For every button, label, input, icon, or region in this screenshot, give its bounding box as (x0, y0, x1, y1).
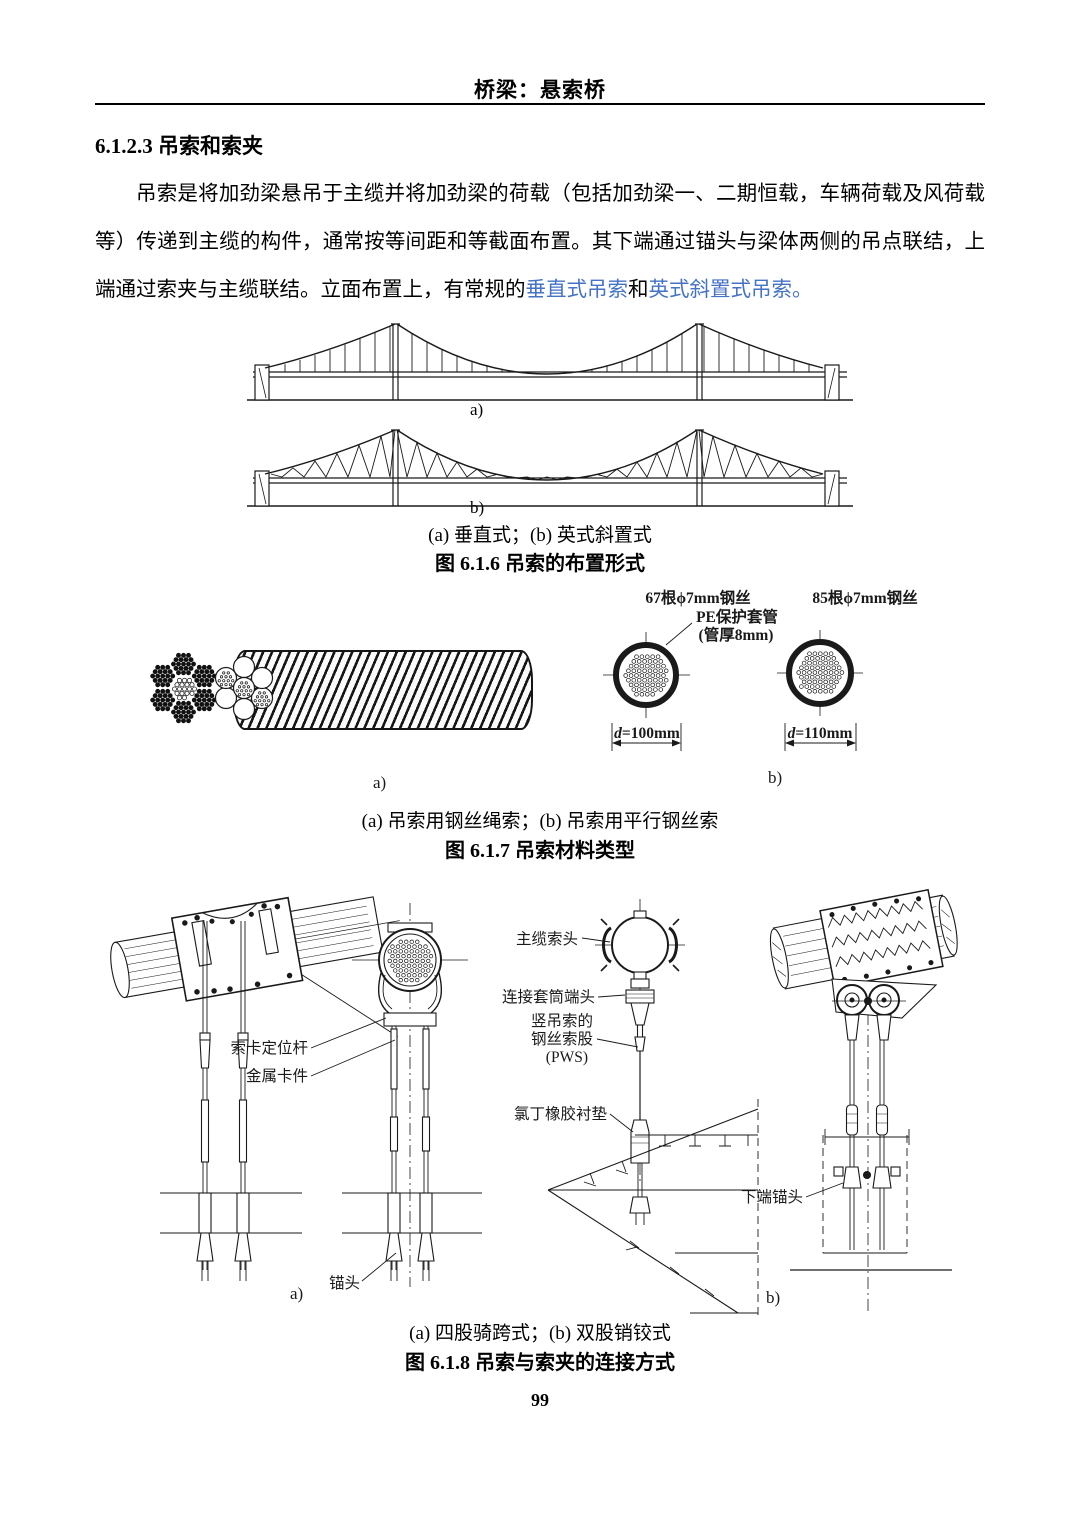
header-rule (95, 103, 985, 105)
dim-label-100mm: d=100mm (614, 725, 680, 742)
callout-pws-line3: (PWS) (546, 1049, 588, 1066)
page-header: 桥梁：悬索桥 (474, 78, 606, 102)
figure-618-label-a: a) (290, 1284, 303, 1303)
pe-leader-line (665, 622, 693, 646)
label-85-wires: 85根ϕ7mm钢丝 (812, 588, 917, 607)
figure-617-caption-sub: (a) 吊索用钢丝绳索；(b) 吊索用平行钢丝索 (361, 811, 719, 832)
figure-617-label-b: b) (768, 768, 782, 787)
figure-617-caption-main: 图 6.1.7 吊索材料类型 (445, 840, 635, 862)
rope-cross-section-flower (150, 652, 217, 724)
dim-label-110mm: d=110mm (788, 725, 853, 742)
link-inclined-hanger[interactable]: 英式斜置式吊索 (648, 279, 793, 301)
figure-616-drawing-b-inclined-hangers (247, 429, 853, 507)
body-paragraph: 吊索是将加劲梁悬吊于主缆并将加劲梁的荷载（包括加劲梁一、二期恒载，车辆荷载及风荷… (95, 170, 985, 314)
callout-lower-anchor: 下端锚头 (741, 1188, 803, 1206)
figure-616-label-a: a) (470, 400, 484, 419)
rope-end-strands (214, 655, 274, 721)
figure-618-caption-main: 图 6.1.8 吊索与索夹的连接方式 (405, 1352, 675, 1374)
callout-anchor-head: 锚头 (329, 1274, 360, 1292)
pws-section-110mm (777, 630, 863, 751)
wire-rope-illustration (233, 650, 533, 730)
figure-616-caption-main: 图 6.1.6 吊索的布置形式 (435, 553, 645, 575)
figure-618-label-b: b) (766, 1288, 780, 1307)
paragraph-text: 吊索是将加劲梁悬吊于主缆并将加劲梁的荷载（包括加劲梁一、二期恒载，车辆荷载及风荷… (95, 183, 985, 301)
label-pe-sheath: PE保护套管 (696, 607, 778, 626)
clamp-oblique-view (110, 896, 400, 1281)
label-67-wires: 67根ϕ7mm钢丝 (645, 588, 750, 607)
figure-616-label-b: b) (470, 498, 485, 517)
label-pe-thickness: (管厚8mm) (699, 625, 774, 644)
figure-618-caption-sub: (a) 四股骑跨式；(b) 双股销铰式 (409, 1323, 671, 1344)
pinned-connection-view (769, 888, 958, 1315)
figure-618-canvas: 索卡定位杆 金属卡件 锚头 主缆索头 连接套筒端头 竖吊索的 钢丝索股 (PWS… (110, 888, 958, 1315)
callout-pws-line1: 竖吊索的 (531, 1012, 593, 1030)
section-heading: 6.1.2.3 吊索和索夹 (95, 134, 263, 158)
callout-metal-clip: 金属卡件 (246, 1067, 308, 1085)
figure-617-label-a: a) (373, 773, 386, 792)
figure-617-canvas: 67根ϕ7mm钢丝 85根ϕ7mm钢丝 PE保护套管 (管厚8mm) d=100… (150, 588, 918, 792)
paragraph-conjunction: 和 (628, 279, 649, 301)
pws-section-100mm (603, 632, 690, 751)
callout-sleeve-end: 连接套筒端头 (502, 988, 595, 1006)
hanger-pws-view (547, 899, 759, 1315)
page-number: 99 (531, 1390, 549, 1410)
clamp-front-view (310, 903, 482, 1287)
figure-616-drawing-a-vertical-hangers (247, 323, 853, 401)
link-vertical-hanger[interactable]: 垂直式吊索 (525, 279, 629, 301)
callout-main-cable-head: 主缆索头 (516, 930, 578, 948)
figure-616-caption-sub: (a) 垂直式；(b) 英式斜置式 (428, 525, 652, 546)
callout-pws-line2: 钢丝索股 (531, 1030, 593, 1048)
callout-rubber-pad: 氯丁橡胶衬垫 (514, 1105, 608, 1123)
paragraph-period: 。 (792, 279, 813, 301)
callout-positioning-rod: 索卡定位杆 (230, 1039, 308, 1057)
